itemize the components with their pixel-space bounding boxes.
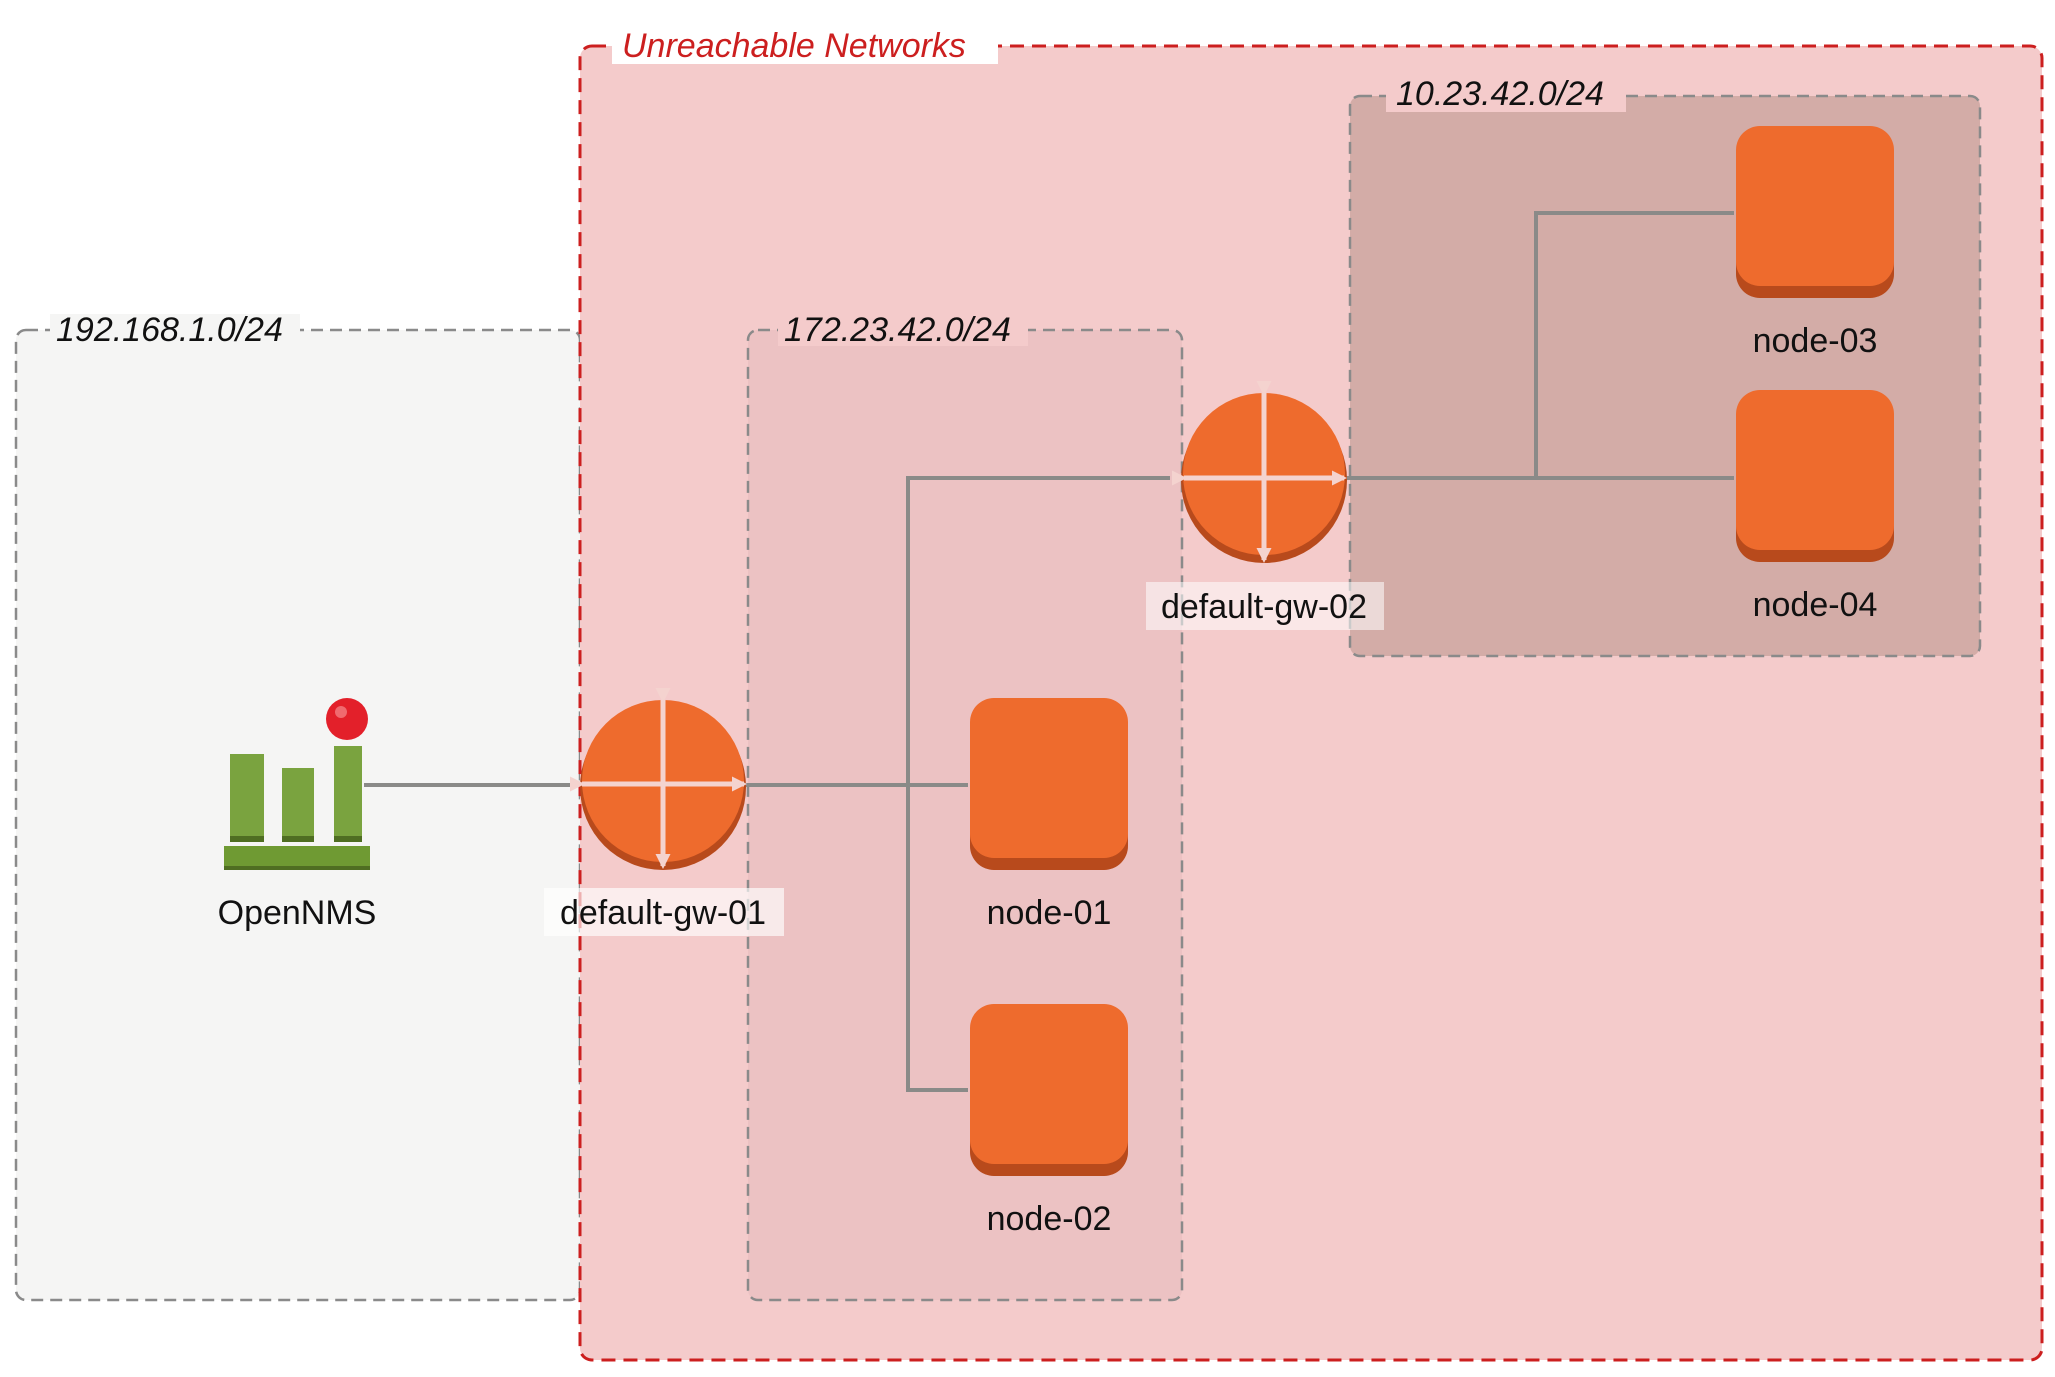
link-bus-node02 [906, 785, 968, 1092]
router-icon [1172, 381, 1347, 563]
link-bus-gw2 [906, 476, 1170, 785]
links [364, 211, 1734, 1092]
link-bus-node03 [1534, 211, 1734, 478]
node-label-node-04: node-04 [1753, 586, 1878, 624]
server-node-icon [1736, 390, 1894, 562]
node-label-node-01: node-01 [987, 894, 1112, 932]
server-node-icon [970, 698, 1128, 870]
router-default-gw-02[interactable]: default-gw-02 [1146, 381, 1384, 630]
node-label-default-gw-01: default-gw-01 [560, 894, 766, 932]
router-icon [570, 688, 747, 870]
node-label-opennms: OpenNMS [218, 894, 377, 932]
zone-label-192-168-1-0: 192.168.1.0/24 [56, 311, 283, 349]
node-node-01[interactable]: node-01 [970, 698, 1128, 932]
opennms-logo-icon [224, 698, 370, 870]
server-node-icon [970, 1004, 1128, 1176]
opennms-node[interactable]: OpenNMS [218, 698, 377, 932]
zone-label-172-23-42-0: 172.23.42.0/24 [784, 311, 1011, 349]
node-label-default-gw-02: default-gw-02 [1161, 588, 1367, 626]
node-node-02[interactable]: node-02 [970, 1004, 1128, 1238]
status-alarm-icon [326, 698, 368, 740]
server-node-icon [1736, 126, 1894, 298]
node-node-04[interactable]: node-04 [1736, 390, 1894, 624]
router-default-gw-01[interactable]: default-gw-01 [544, 688, 784, 936]
node-node-03[interactable]: node-03 [1736, 126, 1894, 360]
zone-label-10-23-42-0: 10.23.42.0/24 [1396, 75, 1604, 113]
node-label-node-02: node-02 [987, 1200, 1112, 1238]
node-label-node-03: node-03 [1753, 322, 1878, 360]
zone-label-unreachable: Unreachable Networks [622, 27, 966, 65]
